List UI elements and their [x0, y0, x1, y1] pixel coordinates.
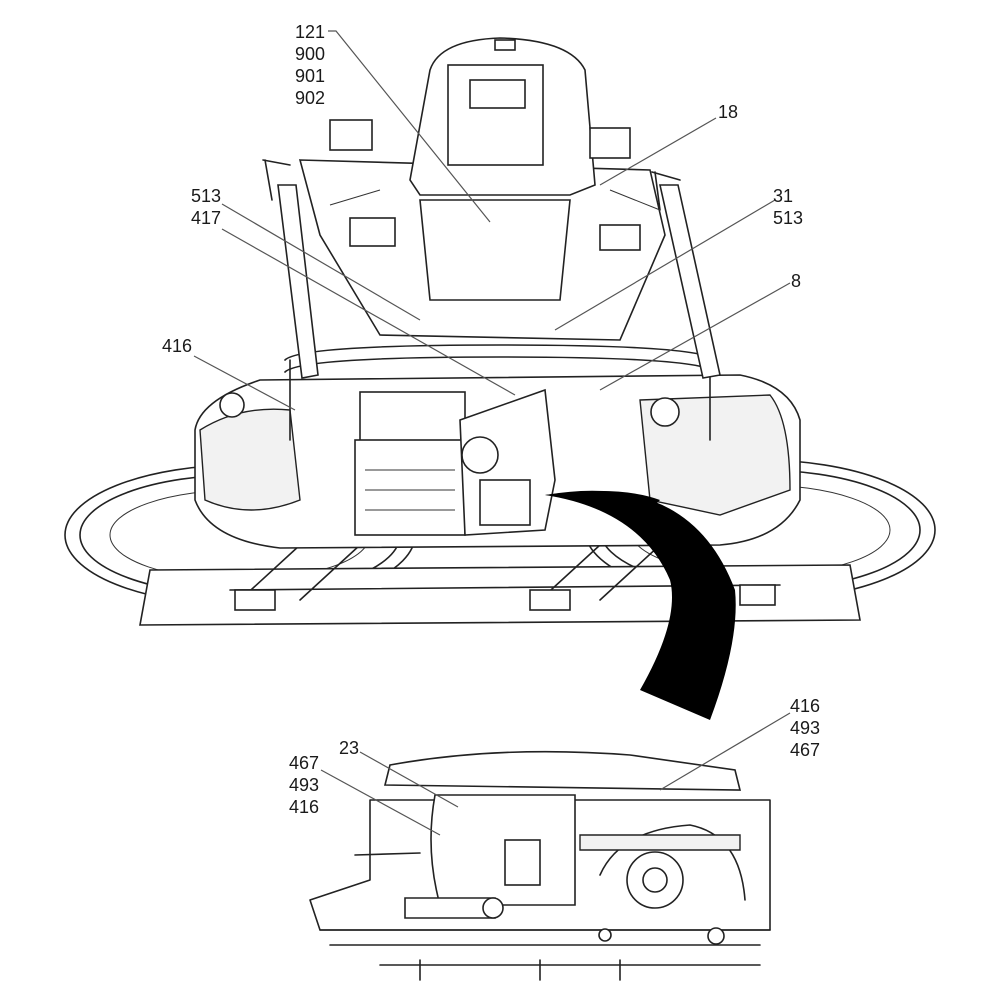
main-view	[64, 37, 936, 720]
callout-left-mid: 416	[162, 335, 192, 357]
steering-columns	[262, 159, 721, 379]
leader-23	[359, 751, 459, 808]
callout-detail-top: 23	[339, 737, 359, 759]
callout-label: 416	[162, 336, 193, 356]
callout-label: 901	[295, 66, 326, 86]
detail-view	[309, 750, 771, 981]
callout-label: 417	[191, 208, 222, 228]
callout-seat-frame: 18	[718, 101, 738, 123]
callout-right-mid: 8	[791, 270, 801, 292]
callout-detail-right: 416 493 467	[790, 695, 820, 761]
leader-513-left	[221, 203, 421, 321]
leader-416-detail	[659, 712, 791, 791]
leader-416-top	[193, 355, 296, 411]
leader-lines	[193, 30, 791, 836]
leader-121	[328, 30, 491, 223]
callout-label: 416	[289, 797, 320, 817]
base-frame	[139, 544, 861, 626]
callout-detail-left: 467 493 416	[289, 752, 319, 818]
callout-label: 900	[295, 44, 326, 64]
callout-label: 18	[718, 102, 739, 122]
callout-label: 31	[773, 186, 794, 206]
callout-label: 121	[295, 22, 326, 42]
seat-assembly	[298, 37, 666, 341]
engine	[354, 388, 556, 536]
callout-label: 23	[339, 738, 360, 758]
detail-arrow	[545, 490, 736, 720]
leader-8	[599, 282, 791, 391]
leader-18	[599, 117, 717, 186]
callout-label: 416	[790, 696, 821, 716]
callout-label: 513	[191, 186, 222, 206]
callout-label: 467	[790, 740, 821, 760]
leader-467	[320, 769, 441, 836]
callout-left-upper: 513 417	[191, 185, 221, 229]
leader-31	[554, 199, 776, 331]
detail-arrow-tail	[545, 491, 660, 510]
callout-label: 493	[289, 775, 320, 795]
callout-label: 513	[773, 208, 804, 228]
leader-417	[221, 228, 516, 396]
callout-label: 467	[289, 753, 320, 773]
callout-seat: 121 900 901 902	[295, 21, 325, 109]
callout-label: 8	[791, 271, 802, 291]
callout-right-upper: 31 513	[773, 185, 803, 229]
callout-label: 493	[790, 718, 821, 738]
callout-label: 902	[295, 88, 326, 108]
